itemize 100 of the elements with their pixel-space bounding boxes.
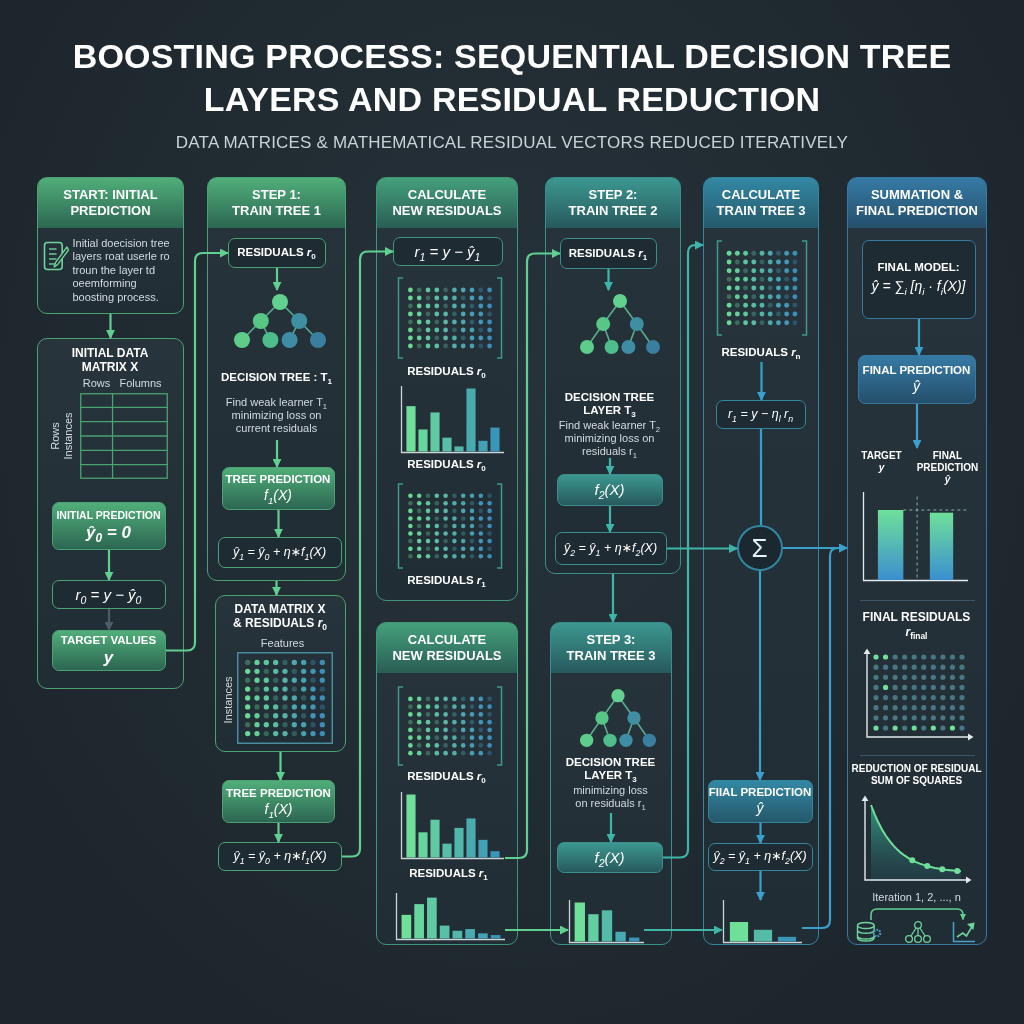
- flow-arrow: [505, 249, 561, 860]
- flow-arrow: [106, 314, 115, 339]
- panel-header: CALCULATE NEW RESIDUALS: [377, 178, 517, 228]
- diagram-title: BOOSTING PROCESS: SEQUENTIAL DECISION TREE LAYERS AND RESIDUAL REDUCTION: [71, 36, 953, 120]
- flow-arrow: [755, 571, 765, 781]
- flow-arrow: [276, 752, 285, 781]
- step-panel: [847, 177, 987, 945]
- step-panel: [37, 338, 184, 689]
- bar-chart: [721, 899, 802, 944]
- flow-arrow: [104, 550, 114, 581]
- formula: f$_{1}$(X): [264, 487, 292, 503]
- flow-arrow: [756, 823, 765, 844]
- description-text: Find weak learner T$_{2}$ minimizing loss on residuals r$_{1}$: [557, 418, 662, 458]
- process-box: [227, 237, 326, 268]
- formula: ŷ = ∑$_{i}$ [η$_{i}$ · f$_{i}$(X)]: [871, 277, 966, 297]
- chart-caption: RESIDUALS r$_{0}$: [407, 363, 486, 378]
- box-title: TREE PREDICTION: [226, 786, 331, 800]
- axis-label: Instances: [221, 675, 234, 724]
- box-title: TREE PREDICTION: [225, 473, 331, 486]
- formula: ŷ$_{2}$ = ŷ$_{1}$ + η∗f$_{2}$(X): [713, 849, 807, 864]
- flow-arrow: [644, 925, 723, 935]
- axis-label: Rows: [82, 376, 111, 390]
- description-text: Initial doecision tree layers roat userle ro troun the layer td oeemforming boosting process.: [72, 236, 171, 304]
- process-box: [559, 237, 657, 269]
- flow-arrow: [757, 362, 766, 401]
- formula-box: [218, 842, 342, 871]
- process-box: [51, 501, 166, 550]
- process-box: [222, 780, 335, 823]
- bar-chart: [567, 899, 644, 944]
- formula: ŷ: [756, 800, 764, 816]
- box-title: RESIDUALS r$_{0}$: [237, 246, 316, 259]
- axis-label: Folumns: [119, 376, 162, 390]
- axis-label: Iteration 1, 2, ..., n: [872, 890, 961, 904]
- description-text: Find weak learner T$_{1}$ minimizing loss on current residuals: [224, 395, 329, 435]
- panel-header: STEP 2: TRAIN TREE 2: [546, 178, 680, 228]
- step-panel: [207, 177, 346, 581]
- step-panel: [37, 177, 184, 314]
- box-title: INITIAL PREDICTION: [56, 509, 161, 522]
- formula: r$_{1}$ = y − ŷ$_{1}$: [414, 242, 481, 260]
- flow-arrow: [272, 268, 282, 291]
- box-title: FINAL PREDICTION: [862, 364, 971, 377]
- formula: r$_{1}$ = y − η$_{l}$ r$_{n}$: [727, 406, 794, 422]
- flow-arrow: [605, 506, 615, 533]
- subtitle: DATA MATRICES & MATHEMATICAL RESIDUAL VECTORS REDUCED ITERATIVELY: [175, 133, 849, 153]
- box-title: TARGET VALUES: [60, 633, 157, 647]
- flow-arrow: [608, 574, 618, 623]
- chart-caption: FINAL PREDICTION ŷ: [915, 449, 980, 486]
- step-panel: [376, 622, 518, 945]
- axis-label: Rows Instances: [48, 410, 75, 462]
- formula: y: [103, 647, 114, 667]
- process-box: [221, 466, 335, 510]
- sigma-symbol: Σ: [751, 533, 768, 562]
- chart-caption: RESIDUALS r$_{1}$: [409, 865, 488, 880]
- panel-header: SUMMATION & FINAL PREDICTION: [848, 178, 986, 228]
- box-title: RESIDUALS r$_{1}$: [568, 246, 648, 260]
- panel-header: CALCULATE NEW RESIDUALS: [377, 623, 517, 673]
- flow-arrow: [166, 248, 229, 652]
- flow-arrow: [274, 823, 283, 843]
- flow-arrow: [272, 440, 282, 468]
- formula: f$_{1}$(X): [264, 800, 293, 817]
- flow-arrow: [802, 543, 848, 930]
- process-box: [51, 629, 166, 671]
- flow-arrow: [914, 319, 924, 356]
- chart-caption: FINAL RESIDUALS r$_{final}$: [861, 609, 972, 640]
- formula-box: [51, 579, 166, 609]
- box-title: DECISION TREE LAYER T$_{3}$: [564, 755, 657, 782]
- panel-header: STEP 3: TRAIN TREE 3: [551, 623, 671, 673]
- formula-box: [715, 399, 806, 429]
- box-title: FIIAL PREDICTION: [708, 786, 812, 799]
- chart-caption: RESIDUALS r$_{1}$: [407, 572, 486, 587]
- step-panel: [703, 177, 819, 945]
- chart-caption: RESIDUALS r$_{0}$: [407, 768, 486, 783]
- flow-arrow: [606, 813, 616, 843]
- chart-caption: TARGET y: [860, 449, 903, 474]
- box-title: DECISION TREE : T$_{1}$: [220, 370, 333, 384]
- flow-arrow: [104, 609, 114, 631]
- formula-box: [217, 536, 342, 568]
- process-box: [857, 354, 976, 404]
- panel-header: CALCULATE TRAIN TREE 3: [704, 178, 818, 228]
- process-box: [556, 473, 663, 506]
- formula: f$_{2}$(X): [594, 481, 625, 498]
- box-title: FINAL MODEL:: [877, 261, 960, 274]
- formula-box: [861, 239, 976, 319]
- step-panel: [550, 622, 672, 945]
- formula: r$_{0}$ = y − ŷ$_{0}$: [75, 585, 142, 603]
- formula: ŷ$_{2}$ = ŷ$_{1}$ + η∗f$_{2}$(X): [563, 540, 658, 556]
- bar-chart: [394, 892, 505, 941]
- flow-arrow: [663, 240, 704, 859]
- flow-arrow: [756, 871, 765, 901]
- flow-arrow: [342, 247, 394, 858]
- step-panel: [376, 177, 518, 601]
- flow-arrow: [604, 269, 613, 291]
- panel-title: INITIAL DATA MATRIX X: [70, 345, 150, 374]
- chart-caption: REDUCTION OF RESIDUAL SUM OF SQUARES: [850, 762, 983, 787]
- flow-arrow: [505, 925, 569, 935]
- formula-box: [707, 842, 813, 871]
- connector-line: [759, 429, 763, 525]
- formula-box: [554, 531, 667, 565]
- box-title: DECISION TREE LAYER T$_{3}$: [563, 390, 656, 417]
- panel-title: DATA MATRIX X & RESIDUALS r$_{0}$: [232, 601, 328, 630]
